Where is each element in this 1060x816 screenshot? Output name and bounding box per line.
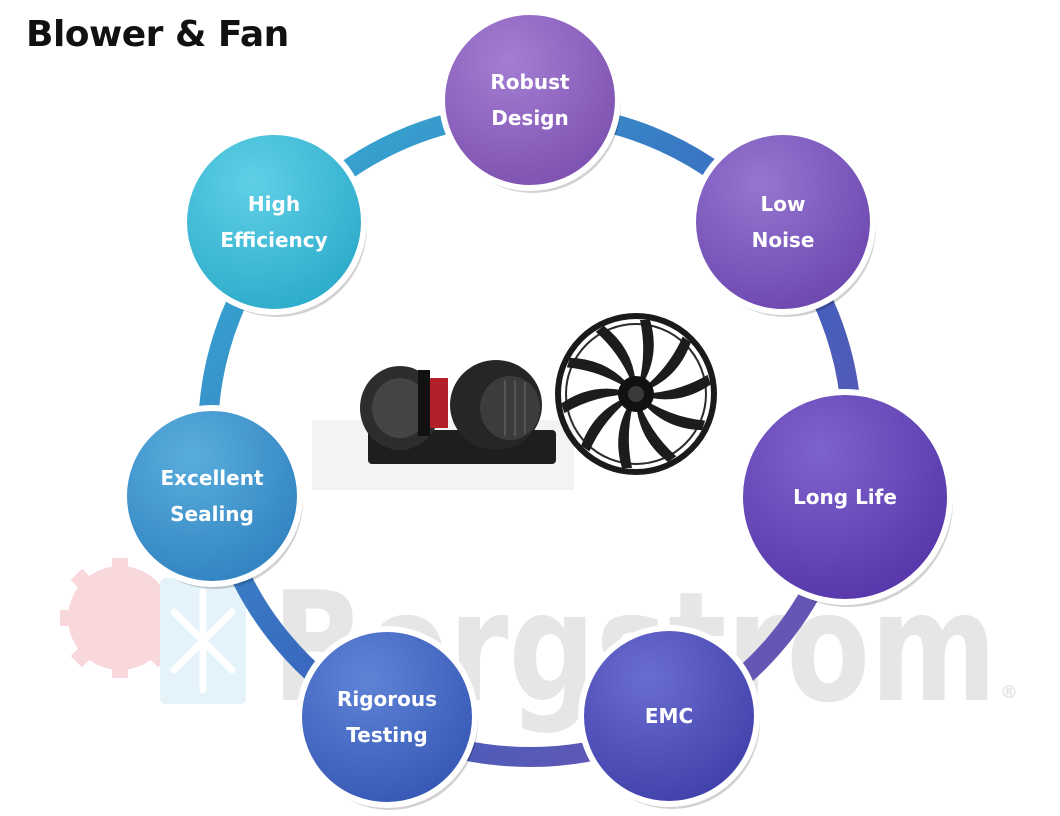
fan-blade bbox=[566, 357, 636, 395]
fan-blade bbox=[636, 320, 654, 394]
node-label: Robust bbox=[490, 70, 570, 94]
axial-fan-image bbox=[555, 313, 717, 475]
fan-blade bbox=[618, 394, 636, 468]
node-circle bbox=[296, 626, 478, 808]
node-circle bbox=[181, 129, 367, 315]
node-label: High bbox=[248, 192, 300, 216]
node-circle bbox=[578, 625, 760, 807]
node-label: EMC bbox=[645, 704, 693, 728]
fan-blade bbox=[636, 394, 706, 431]
node-label: Efficiency bbox=[220, 228, 327, 252]
page-title: Blower & Fan bbox=[26, 14, 289, 55]
double-blower-image bbox=[312, 360, 574, 490]
node-circle bbox=[737, 389, 953, 605]
feature-node-emc: EMC bbox=[578, 625, 760, 809]
node-label: Low bbox=[761, 192, 806, 216]
node-label: Rigorous bbox=[337, 687, 437, 711]
node-circle bbox=[121, 405, 303, 587]
node-label: Testing bbox=[346, 723, 427, 747]
node-label: Excellent bbox=[160, 466, 263, 490]
fan-blade bbox=[636, 336, 691, 394]
node-label: Long Life bbox=[793, 485, 897, 509]
node-label: Noise bbox=[752, 228, 815, 252]
watermark-registered-mark: ® bbox=[1000, 682, 1018, 703]
fan-blade bbox=[581, 394, 636, 452]
node-label: Design bbox=[491, 106, 568, 130]
node-circle bbox=[690, 129, 876, 315]
snowflake-logo-icon bbox=[160, 578, 246, 704]
fan-blade bbox=[595, 325, 637, 394]
fan-blade bbox=[636, 374, 711, 400]
node-label: Sealing bbox=[170, 502, 254, 526]
feature-node-long-life: Long Life bbox=[737, 389, 953, 607]
fan-blade bbox=[635, 394, 677, 463]
fan-blade bbox=[561, 388, 636, 414]
node-circle bbox=[439, 9, 621, 191]
